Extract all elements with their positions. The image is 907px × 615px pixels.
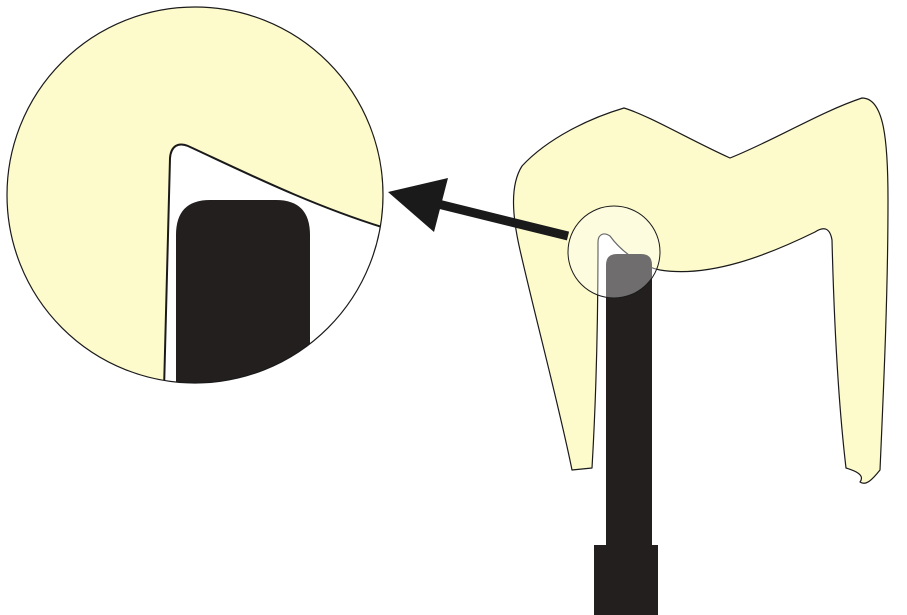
tooth (514, 98, 889, 483)
instrument-handle (594, 545, 658, 615)
magnified-inset (7, 7, 400, 400)
instrument (594, 254, 658, 615)
magnify-spot (568, 206, 660, 298)
inset-instrument-tip (176, 200, 310, 400)
tooth-crown (514, 98, 889, 483)
arrow-head (388, 178, 448, 232)
